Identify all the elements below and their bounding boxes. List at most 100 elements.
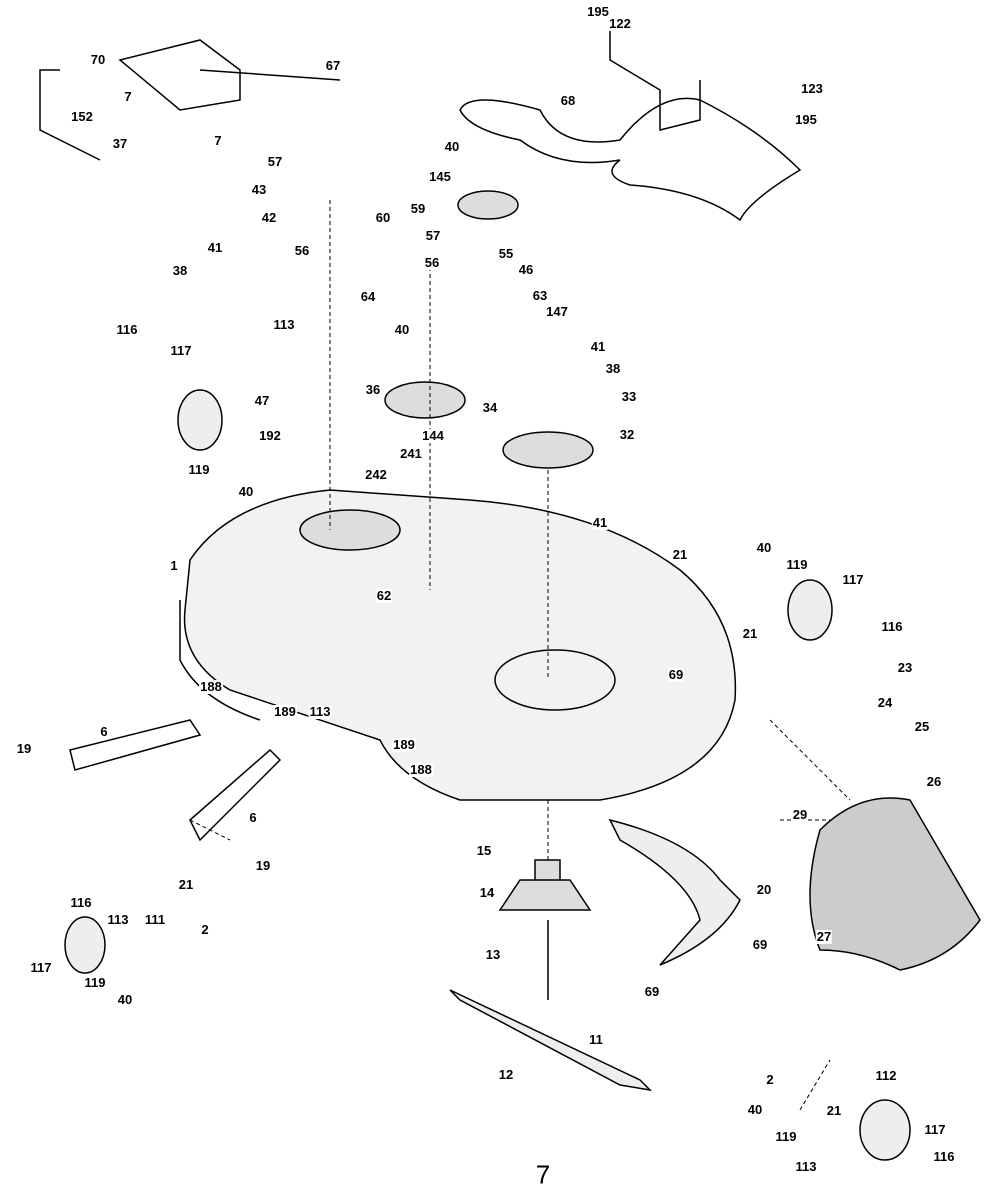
part-callout-6: 6 <box>248 810 258 825</box>
part-callout-152: 152 <box>70 109 94 124</box>
part-callout-144: 144 <box>421 428 445 443</box>
part-callout-40: 40 <box>393 322 411 337</box>
part-callout-21: 21 <box>177 877 195 892</box>
part-callout-41: 41 <box>591 515 609 530</box>
part-callout-41: 41 <box>589 339 607 354</box>
part-callout-47: 47 <box>253 393 271 408</box>
part-callout-6: 6 <box>99 724 109 739</box>
part-callout-42: 42 <box>260 210 278 225</box>
deck-pulley <box>299 509 401 551</box>
pulley-36 <box>384 381 466 419</box>
part-callout-119: 119 <box>774 1129 798 1144</box>
part-callout-21: 21 <box>671 547 689 562</box>
part-callout-40: 40 <box>237 484 255 499</box>
part-callout-69: 69 <box>667 667 685 682</box>
part-callout-13: 13 <box>484 947 502 962</box>
part-callout-7: 7 <box>213 133 223 148</box>
part-callout-188: 188 <box>199 679 223 694</box>
part-callout-59: 59 <box>409 201 427 216</box>
part-callout-195: 195 <box>586 4 610 19</box>
part-callout-19: 19 <box>15 741 33 756</box>
part-callout-112: 112 <box>874 1068 898 1083</box>
part-callout-116: 116 <box>932 1149 956 1164</box>
part-callout-113: 113 <box>106 912 130 927</box>
part-callout-40: 40 <box>746 1102 764 1117</box>
wheel <box>64 916 106 974</box>
part-callout-119: 119 <box>83 975 107 990</box>
part-callout-63: 63 <box>531 288 549 303</box>
part-callout-33: 33 <box>620 389 638 404</box>
wheel <box>177 389 223 451</box>
part-callout-40: 40 <box>755 540 773 555</box>
part-callout-117: 117 <box>169 343 193 358</box>
part-callout-26: 26 <box>925 774 943 789</box>
part-callout-29: 29 <box>791 807 809 822</box>
part-callout-68: 68 <box>559 93 577 108</box>
part-callout-69: 69 <box>751 937 769 952</box>
pulley-145 <box>457 190 519 220</box>
part-callout-40: 40 <box>116 992 134 1007</box>
lift-rod <box>609 20 701 131</box>
part-callout-25: 25 <box>913 719 931 734</box>
part-callout-1: 1 <box>169 558 179 573</box>
part-callout-24: 24 <box>876 695 894 710</box>
part-callout-27: 27 <box>815 929 833 944</box>
part-callout-123: 123 <box>800 81 824 96</box>
part-callout-113: 113 <box>308 704 332 719</box>
part-callout-37: 37 <box>111 136 129 151</box>
part-callout-145: 145 <box>428 169 452 184</box>
part-callout-119: 119 <box>785 557 809 572</box>
part-callout-14: 14 <box>478 885 496 900</box>
pulley-32 <box>502 431 594 469</box>
part-callout-34: 34 <box>481 400 499 415</box>
part-callout-195: 195 <box>794 112 818 127</box>
part-callout-60: 60 <box>374 210 392 225</box>
part-callout-117: 117 <box>29 960 53 975</box>
part-callout-40: 40 <box>443 139 461 154</box>
part-callout-242: 242 <box>364 467 388 482</box>
part-callout-21: 21 <box>741 626 759 641</box>
wheel <box>859 1099 911 1161</box>
arm-6 <box>189 748 282 842</box>
part-callout-116: 116 <box>880 619 904 634</box>
belt-68 <box>459 97 802 222</box>
part-callout-55: 55 <box>497 246 515 261</box>
deflector-20 <box>608 818 741 966</box>
part-callout-192: 192 <box>258 428 282 443</box>
part-callout-117: 117 <box>923 1122 947 1137</box>
part-callout-188: 188 <box>409 762 433 777</box>
spindle-14 <box>498 859 592 911</box>
part-callout-189: 189 <box>273 704 297 719</box>
part-callout-2: 2 <box>765 1072 775 1087</box>
blade-11 <box>449 989 653 1092</box>
part-callout-147: 147 <box>545 304 569 319</box>
part-callout-111: 111 <box>143 912 167 927</box>
part-callout-56: 56 <box>423 255 441 270</box>
part-callout-38: 38 <box>171 263 189 278</box>
part-callout-11: 11 <box>588 1032 604 1047</box>
wheel <box>787 579 833 641</box>
part-callout-57: 57 <box>266 154 284 169</box>
mower-deck <box>183 489 737 801</box>
part-callout-57: 57 <box>424 228 442 243</box>
page-number: 7 <box>535 1159 551 1190</box>
part-callout-20: 20 <box>755 882 773 897</box>
part-callout-116: 116 <box>115 322 139 337</box>
part-callout-32: 32 <box>618 427 636 442</box>
part-callout-122: 122 <box>608 16 632 31</box>
part-callout-69: 69 <box>643 984 661 999</box>
bracket-70 <box>118 39 241 111</box>
part-callout-189: 189 <box>392 737 416 752</box>
part-callout-117: 117 <box>841 572 865 587</box>
part-callout-19: 19 <box>254 858 272 873</box>
part-callout-43: 43 <box>250 182 268 197</box>
cable-152 <box>39 69 101 161</box>
part-callout-116: 116 <box>69 895 93 910</box>
part-callout-241: 241 <box>399 446 423 461</box>
part-callout-64: 64 <box>359 289 377 304</box>
part-callout-113: 113 <box>794 1159 818 1174</box>
part-callout-7: 7 <box>123 89 133 104</box>
part-callout-41: 41 <box>206 240 224 255</box>
